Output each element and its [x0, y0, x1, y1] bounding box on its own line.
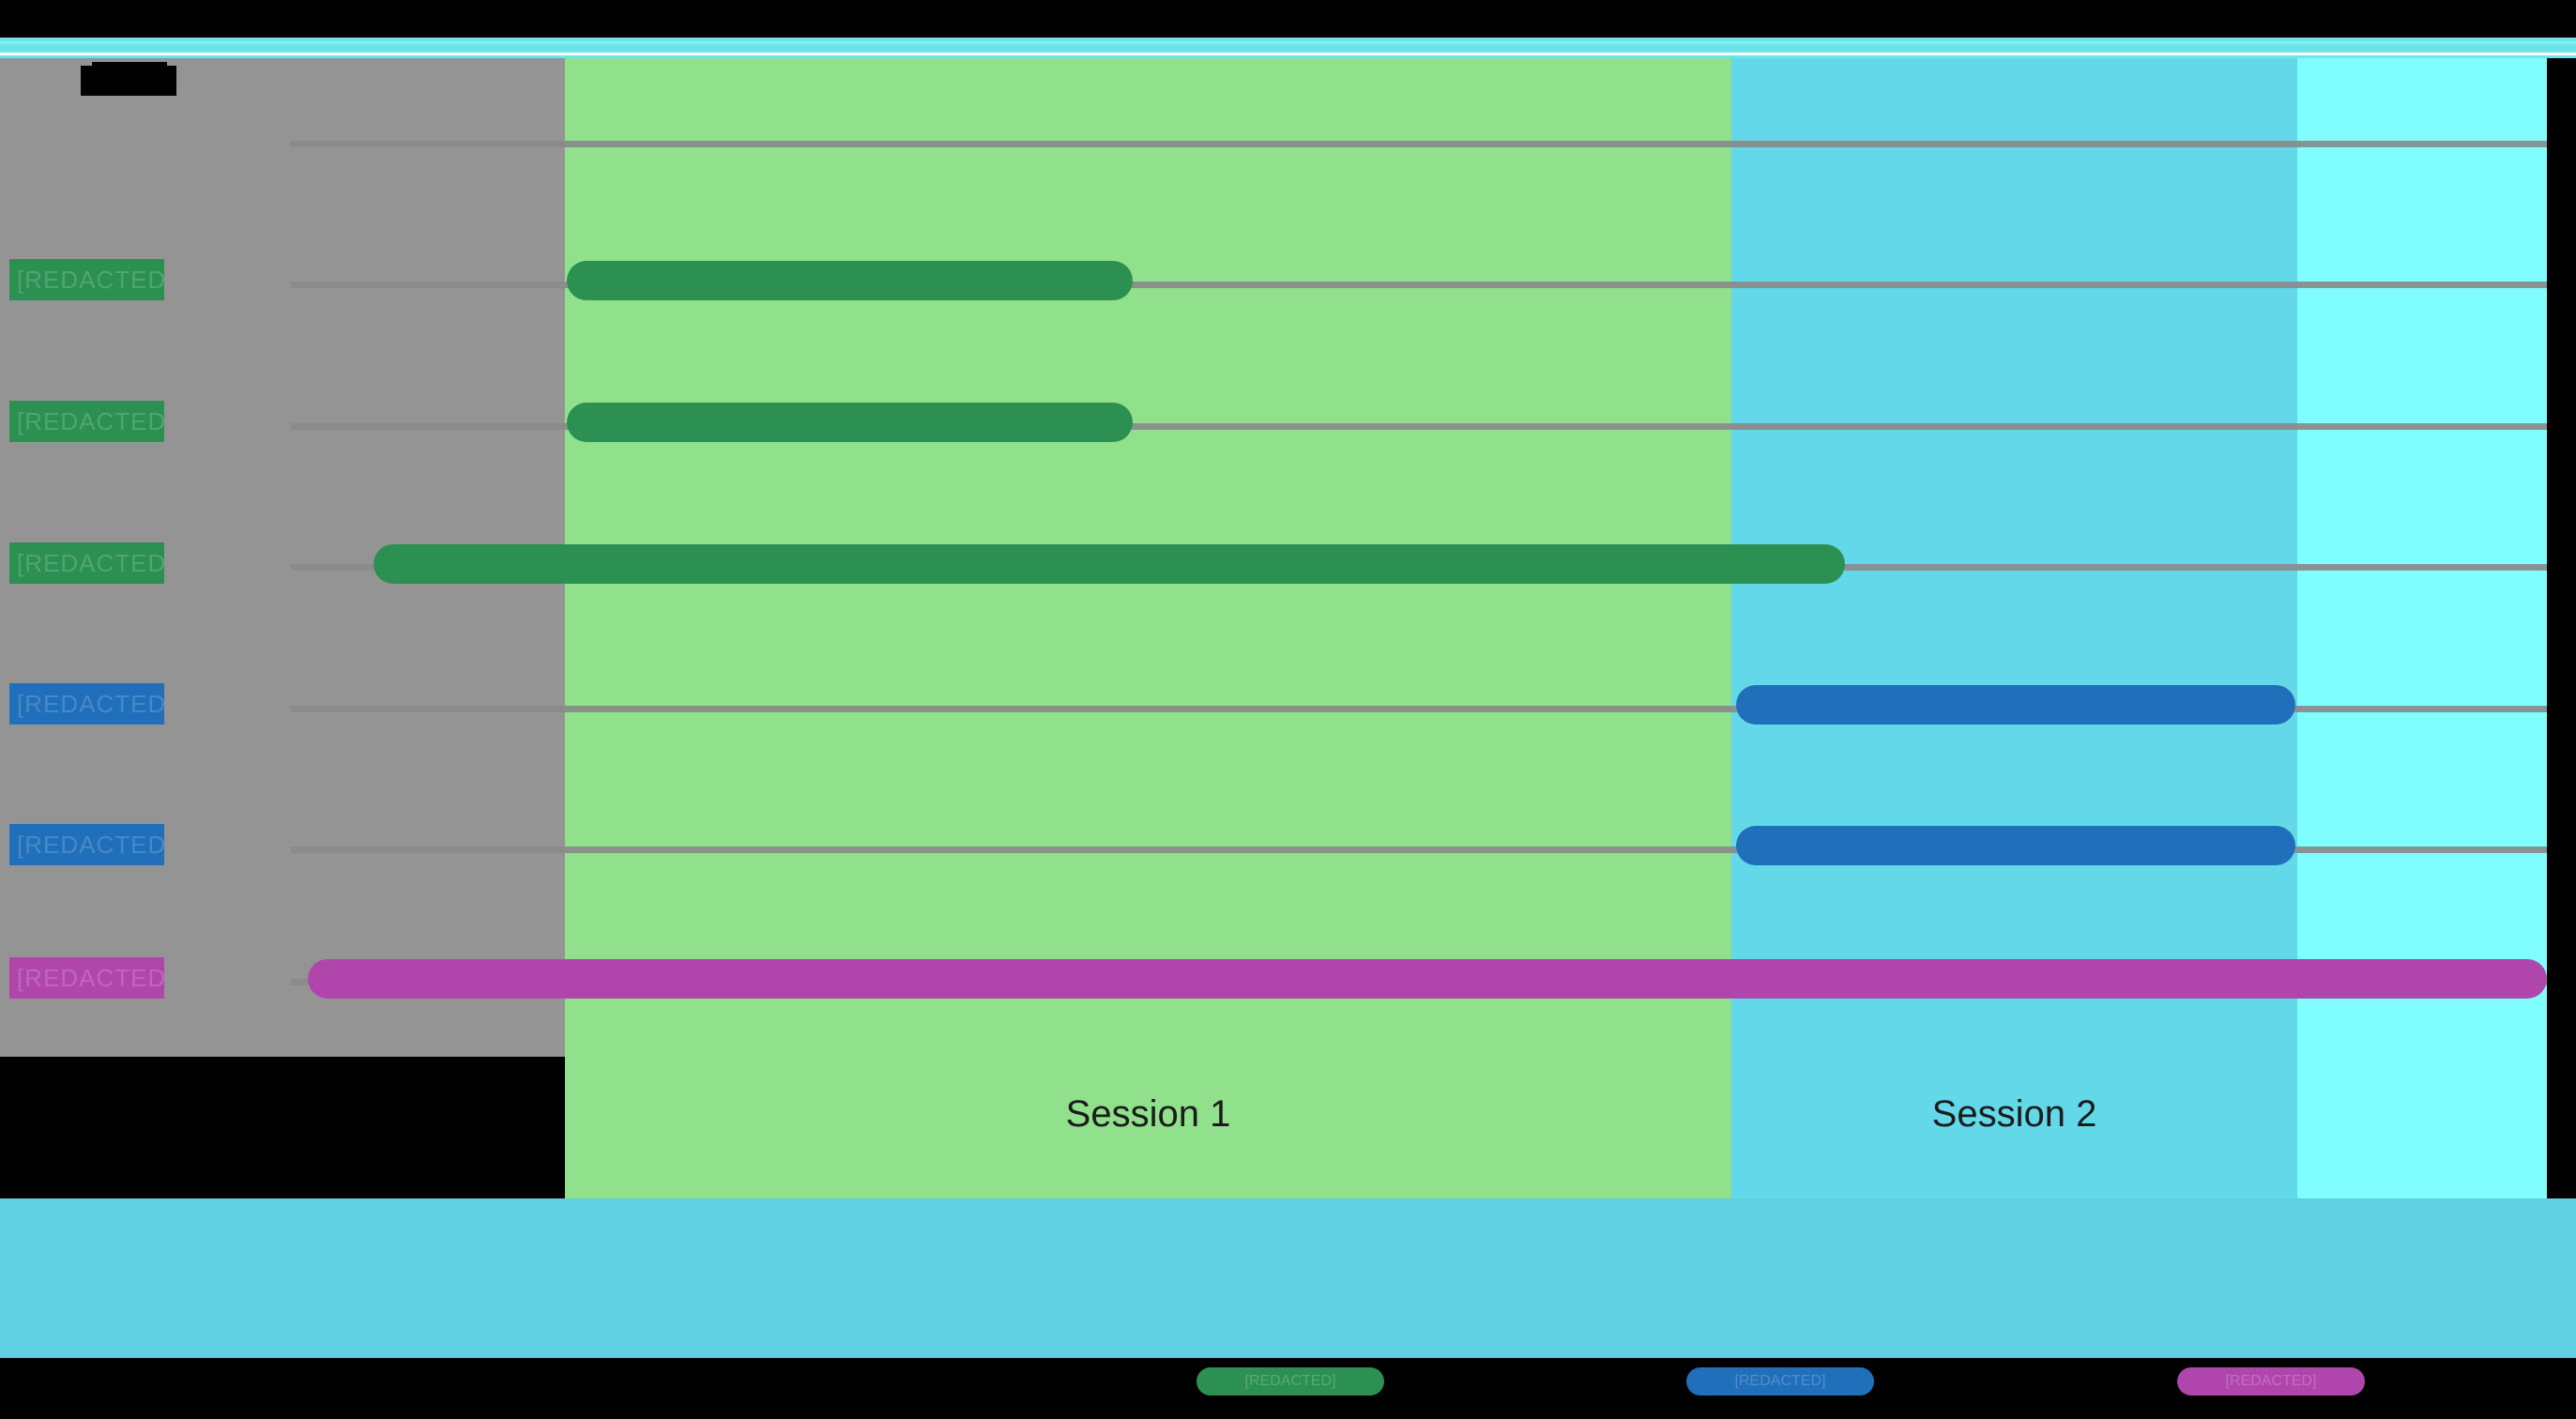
legend-label-2: [REDACTED]	[2225, 1373, 2317, 1389]
row-label-2-redaction	[9, 542, 164, 584]
legend-label-0: [REDACTED]	[1244, 1373, 1336, 1389]
gantt-bar-4[interactable]	[1736, 826, 2295, 865]
session-band-2-label: Session 2	[1931, 1093, 2097, 1135]
row-label-3-redaction	[9, 683, 164, 725]
legend-swatch-green	[1197, 1367, 1384, 1396]
chart-legend: [REDACTED] [REDACTED] [REDACTED]	[0, 1358, 2576, 1419]
session-band-1-label: Session 1	[1065, 1093, 1231, 1135]
row-label-1-text: [REDACTED]	[17, 407, 164, 435]
row-label-5: [REDACTED]	[9, 957, 164, 999]
legend-label-1: [REDACTED]	[1734, 1373, 1826, 1389]
row-label-4-redaction	[9, 824, 164, 865]
top-strip-line-2	[0, 53, 2576, 55]
row-label-5-redaction	[9, 957, 164, 999]
row-label-1-redaction	[9, 401, 164, 442]
legend-swatch-blue	[1686, 1367, 1874, 1396]
row-label-0-text: [REDACTED]	[17, 266, 164, 294]
row-label-4-text: [REDACTED]	[17, 831, 164, 859]
session-band-2	[1731, 58, 2297, 1198]
top-strip-line-1	[0, 41, 2576, 44]
session-band-3	[2297, 58, 2547, 1198]
row-label-5-text: [REDACTED]	[17, 964, 164, 992]
row-label-0-redaction	[9, 259, 164, 300]
row-label-3: [REDACTED]	[9, 683, 164, 725]
gridline	[291, 282, 2547, 288]
row-label-4: [REDACTED]	[9, 824, 164, 865]
row-label-2: [REDACTED]	[9, 542, 164, 584]
row-label-3-text: [REDACTED]	[17, 690, 164, 718]
gridline	[291, 847, 2547, 853]
gantt-bar-2[interactable]	[373, 544, 1845, 584]
chart-title	[81, 66, 176, 96]
gridline	[291, 423, 2547, 430]
legend-swatch-magenta	[2177, 1367, 2365, 1396]
gridline	[291, 141, 2547, 147]
gantt-bar-0[interactable]	[567, 261, 1133, 300]
gridline	[291, 706, 2547, 712]
row-label-1: [REDACTED]	[9, 401, 164, 442]
bottom-pane	[0, 1198, 2576, 1358]
row-label-2-text: [REDACTED]	[17, 549, 164, 577]
row-label-0: [REDACTED]	[9, 259, 164, 300]
gantt-bar-1[interactable]	[567, 403, 1133, 442]
gantt-bar-3[interactable]	[1736, 685, 2295, 725]
gantt-bar-5[interactable]	[308, 959, 2547, 999]
session-band-1	[565, 58, 1731, 1198]
